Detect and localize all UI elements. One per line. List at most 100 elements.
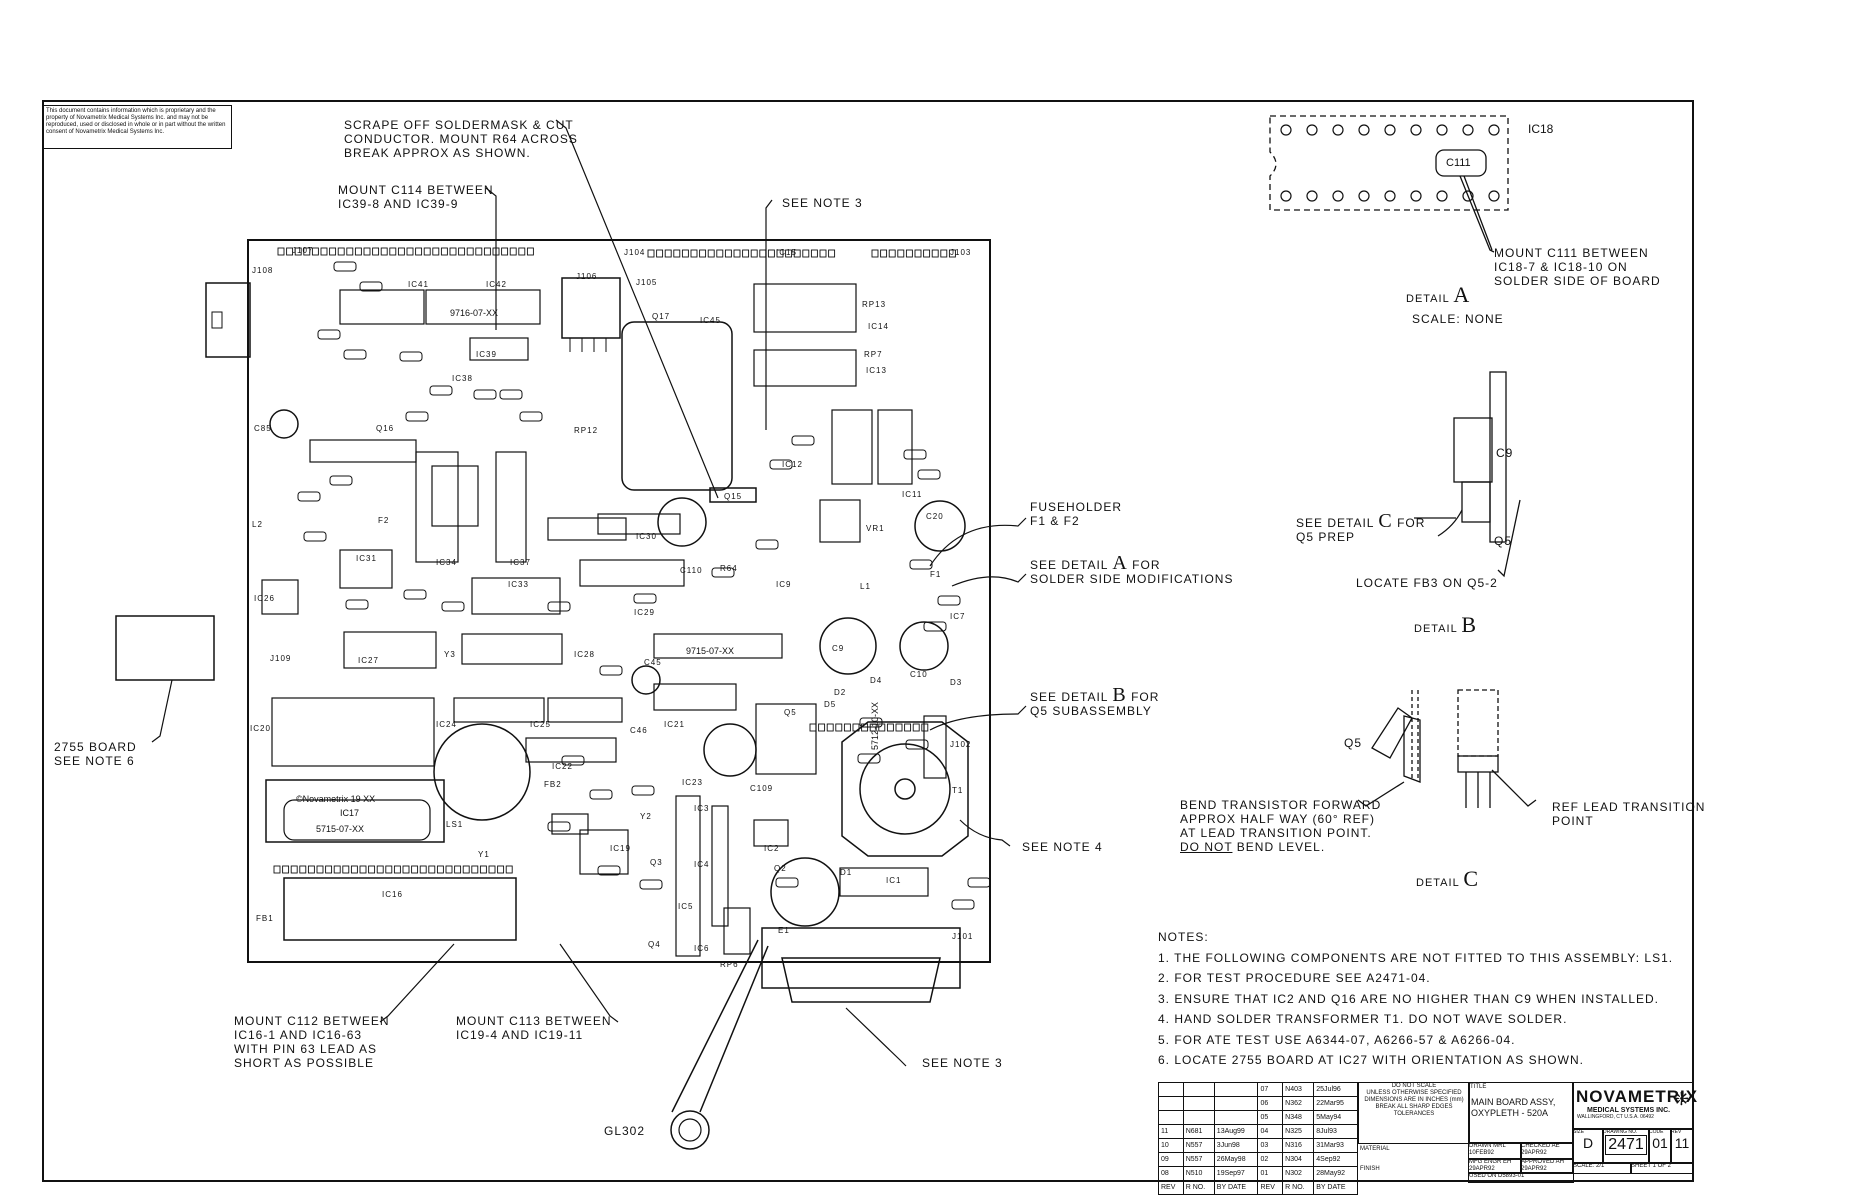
ic-body (547, 697, 623, 723)
revision-cell (1158, 1110, 1184, 1125)
component-label-ic20: IC20 (250, 724, 271, 733)
revision-cell: N316 (1282, 1138, 1315, 1153)
component-label-ic1: IC1 (886, 876, 902, 885)
passive-component (791, 435, 815, 446)
component-label-d1: D1 (840, 868, 853, 877)
c112-callout: MOUNT C112 BETWEEN IC16-1 AND IC16-63 WI… (234, 1014, 390, 1070)
detail-a-letter: A (1453, 282, 1471, 307)
component-label-y2: Y2 (640, 812, 652, 821)
connector-j101 (761, 927, 961, 989)
checked-cell: CHECKED AE 29APR92 (1520, 1142, 1574, 1160)
component-label-c20: C20 (926, 512, 944, 521)
header-pin (475, 247, 483, 256)
header-pin (785, 249, 793, 258)
ic-body (755, 703, 817, 775)
header-pin (311, 247, 319, 256)
passive-component (903, 449, 927, 460)
ic-body (753, 819, 789, 847)
ic-body (551, 813, 589, 835)
component-label-ic37: IC37 (510, 558, 531, 567)
detail-c-letter: C (1463, 866, 1480, 891)
ic18-pin (1410, 124, 1422, 136)
company-cell: NOVAMETRIX MEDICAL SYSTEMS INC. WALLINGF… (1572, 1082, 1697, 1130)
passive-component (441, 601, 465, 612)
detail-a-c111: C111 (1446, 157, 1471, 169)
detail-b-title-text: DETAIL (1414, 623, 1458, 635)
used-on-cell: USED ON D5893-01 (1468, 1172, 1574, 1183)
revision-cell: N510 (1182, 1166, 1215, 1181)
ic-body (579, 829, 629, 875)
note-2: 2. FOR TEST PROCEDURE SEE A2471-04. (1158, 971, 1431, 985)
ic18-pin (1280, 124, 1292, 136)
ic-body (471, 577, 561, 615)
revision-cell: 5May94 (1313, 1110, 1358, 1125)
component-label-q15: Q15 (724, 492, 743, 501)
component-label-vr1: VR1 (866, 524, 885, 533)
proprietary-notice: This document contains information which… (42, 105, 232, 149)
see-detail-a-letter: A (1112, 552, 1128, 574)
header-pin (466, 247, 474, 256)
passive-component (775, 877, 799, 888)
ic17-brand: ©Novametrix 19 XX (296, 794, 376, 804)
ic-body (461, 633, 563, 665)
header-pin (673, 249, 681, 258)
ic17-label: IC17 (340, 808, 360, 818)
header-pin (303, 247, 311, 256)
header-pin (350, 865, 358, 874)
component-label-ic39: IC39 (476, 350, 497, 359)
t1-transformer (841, 721, 969, 857)
component-label-ic9: IC9 (776, 580, 792, 589)
ic-body (453, 697, 545, 723)
header-pin (406, 247, 414, 256)
ic18-pin (1384, 124, 1396, 136)
ic-body (819, 499, 861, 543)
ic18-pin (1462, 124, 1474, 136)
header-pin (880, 249, 888, 258)
component-label-y3: Y3 (444, 650, 456, 659)
c9-capacitor (819, 617, 877, 675)
ic-body (495, 451, 527, 563)
detail-b-c9: C9 (1496, 446, 1514, 460)
passive-component (631, 785, 655, 796)
revision-cell: 26May98 (1213, 1152, 1259, 1167)
company-sub: MEDICAL SYSTEMS INC. (1587, 1107, 1671, 1114)
note-4: 4. HAND SOLDER TRANSFORMER T1. DO NOT WA… (1158, 1012, 1568, 1026)
header-pin (372, 247, 380, 256)
revision-cell: 08 (1158, 1166, 1184, 1181)
title-cell: TITLE MAIN BOARD ASSY, OXYPLETH - 520A (1468, 1082, 1574, 1144)
ic-body (547, 517, 627, 541)
t1-part: 5712-10-XX (870, 701, 880, 750)
header-pin (497, 865, 505, 874)
header-pin (428, 865, 436, 874)
header-pin (471, 865, 479, 874)
rev-cell: REV 11 (1670, 1128, 1694, 1164)
header-pin (380, 247, 388, 256)
ic18-pin (1358, 124, 1370, 136)
see-detail-a-callout: SEE DETAIL A FOR SOLDER SIDE MODIFICATIO… (1030, 553, 1233, 586)
passive-component (473, 389, 497, 400)
header-pin (835, 723, 843, 732)
rev-header: REV (1158, 1180, 1184, 1195)
ic-body (723, 907, 751, 955)
gl302-lamp (670, 1110, 710, 1150)
revision-cell: 03 (1257, 1138, 1284, 1153)
component-label-ic28: IC28 (574, 650, 595, 659)
header-pin (759, 249, 767, 258)
drawing-number-cell: DRAWING NO. 2471 (1602, 1128, 1650, 1164)
detail-a-title: DETAIL A (1406, 282, 1470, 308)
ic-body (415, 451, 459, 563)
revision-cell: N325 (1282, 1124, 1315, 1139)
sheet-cell: SHEET 1 OF 2 (1630, 1162, 1694, 1174)
component-label-q16: Q16 (376, 424, 395, 433)
ic18-pin (1384, 190, 1396, 202)
component-label-ic25: IC25 (530, 720, 551, 729)
board-2755 (115, 615, 215, 681)
component-label-q17: Q17 (652, 312, 671, 321)
bydate-header-2: BY DATE (1313, 1180, 1358, 1195)
revision-cell: N681 (1182, 1124, 1215, 1139)
code-value: 01 (1652, 1135, 1668, 1151)
ic17-part: 5715-07-XX (316, 824, 365, 834)
